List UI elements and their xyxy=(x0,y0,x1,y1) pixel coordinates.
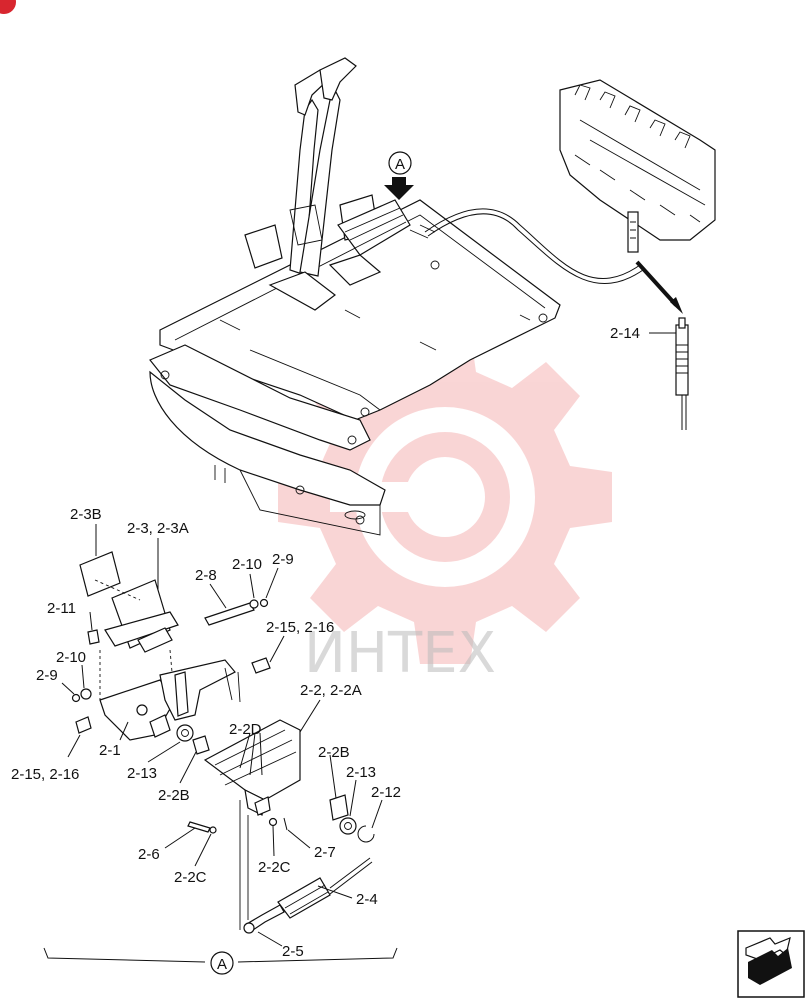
washer-2-10-left xyxy=(80,688,92,700)
label-2-13-right: 2-13 xyxy=(346,764,376,781)
label-2-14: 2-14 xyxy=(610,325,640,342)
label-2-2d: 2-2D xyxy=(229,721,262,738)
nut-2-2c-mid xyxy=(268,817,278,827)
bushing-2-2b-left xyxy=(192,735,210,755)
pin-2-7 xyxy=(283,817,288,831)
washer-2-13-left xyxy=(176,724,194,742)
floor-plate xyxy=(149,199,561,536)
label-2-8: 2-8 xyxy=(195,567,217,584)
label-2-6: 2-6 xyxy=(138,846,160,863)
label-2-12: 2-12 xyxy=(371,784,401,801)
washer-2-13-right xyxy=(339,817,357,835)
pin-2-8 xyxy=(204,602,255,626)
control-valve xyxy=(559,79,716,253)
label-2-5: 2-5 xyxy=(282,943,304,960)
bushing-2-2b-right xyxy=(329,794,349,821)
pedal-2-2 xyxy=(203,719,301,816)
bolt-2-11 xyxy=(87,629,100,645)
label-2-13-left: 2-13 xyxy=(127,765,157,782)
pedal-pad-2-3b xyxy=(79,551,121,597)
label-2-2b-right: 2-2B xyxy=(318,744,350,761)
label-2-9-left: 2-9 xyxy=(36,667,58,684)
detail-pointer xyxy=(635,260,678,307)
view-a-callout: A xyxy=(384,151,414,200)
label-2-3: 2-3, 2-3A xyxy=(127,520,189,537)
callout-letter: A xyxy=(395,156,405,173)
label-2-1: 2-1 xyxy=(99,742,121,759)
bolt-2-15-top xyxy=(251,657,271,674)
label-2-11: 2-11 xyxy=(47,600,76,617)
control-levers xyxy=(244,57,436,311)
next-page-arrow-icon[interactable] xyxy=(737,930,805,998)
label-2-2b-left: 2-2B xyxy=(158,787,190,804)
bracket-letter: A xyxy=(217,956,227,973)
watermark-text: ИНТЕХ xyxy=(304,621,496,686)
bolt-2-15-bottom xyxy=(75,716,92,734)
label-2-2: 2-2, 2-2A xyxy=(300,682,362,699)
control-cable xyxy=(424,208,641,279)
pin-2-6 xyxy=(187,821,211,833)
label-2-4: 2-4 xyxy=(356,891,378,908)
label-2-15-bottom: 2-15, 2-16 xyxy=(11,766,79,783)
label-2-9-top: 2-9 xyxy=(272,551,294,568)
label-2-2c-mid: 2-2C xyxy=(258,859,291,876)
nut-2-2c-left xyxy=(209,826,217,834)
label-2-7: 2-7 xyxy=(314,844,336,861)
cable-end-2-14 xyxy=(675,317,689,430)
label-2-15-top: 2-15, 2-16 xyxy=(266,619,334,636)
corner-marker-icon xyxy=(0,0,16,14)
view-a-bracket: A xyxy=(43,947,398,975)
label-2-3b: 2-3B xyxy=(70,506,102,523)
label-2-10-top: 2-10 xyxy=(232,556,262,573)
cable-2-4 xyxy=(243,857,373,934)
label-2-2c-left: 2-2C xyxy=(174,869,207,886)
label-2-10-left: 2-10 xyxy=(56,649,86,666)
pedal-2-3 xyxy=(94,579,179,653)
clip-2-12 xyxy=(357,825,375,843)
bracket-2-1 xyxy=(99,659,241,741)
leader-lines xyxy=(61,524,383,947)
